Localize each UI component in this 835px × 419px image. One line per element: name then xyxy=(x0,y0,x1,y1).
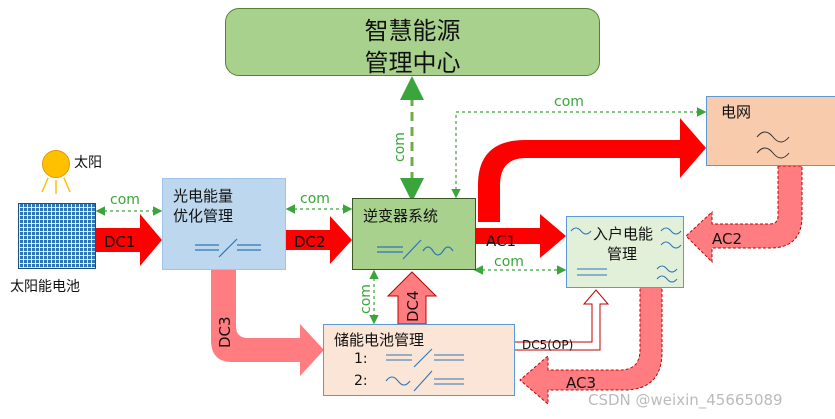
ac1-label: AC1 xyxy=(486,232,516,250)
dc3-label: DC3 xyxy=(216,316,234,348)
dc4-label: DC4 xyxy=(404,290,422,322)
battery-converters-icon xyxy=(385,348,464,392)
battery-label: 储能电池管理 xyxy=(334,331,425,349)
inverter-system[interactable]: 逆变器系统 xyxy=(352,198,476,270)
ac1-home-arrow xyxy=(476,214,566,258)
ac2-arrow xyxy=(685,165,803,264)
dc1-label: DC1 xyxy=(104,233,136,251)
solar-panel[interactable] xyxy=(18,203,96,269)
solar-panel-label: 太阳能电池 xyxy=(10,279,80,295)
dc5-connector xyxy=(515,289,610,351)
com-label-2: com xyxy=(300,191,330,207)
grid-label: 电网 xyxy=(721,103,752,121)
energy-management-center[interactable]: 智慧能源 管理中心 xyxy=(225,8,600,77)
pv-optimizer-line2: 优化管理 xyxy=(173,207,234,225)
com-label-1: com xyxy=(110,192,140,208)
sun-rays xyxy=(41,177,71,194)
com-label-bottom: com xyxy=(494,254,524,270)
ac2-label: AC2 xyxy=(712,230,742,248)
inverter-label: 逆变器系统 xyxy=(363,207,439,225)
com-inverter-grid xyxy=(451,107,707,199)
ac3-label: AC3 xyxy=(566,374,596,392)
dc1-arrow xyxy=(96,214,162,266)
pv-optimizer-line1: 光电能量 xyxy=(173,187,234,205)
home-label-line1: 入户电能 xyxy=(593,225,654,243)
com-label-top: com xyxy=(554,94,584,110)
battery-row1-label: 1: xyxy=(354,351,368,367)
home-label-line2: 管理 xyxy=(607,245,638,263)
pv-optimizer[interactable]: 光电能量 优化管理 xyxy=(162,178,286,270)
dc5-label: DC5(OP) xyxy=(522,338,573,352)
dc2-label: DC2 xyxy=(294,233,326,251)
sun-icon xyxy=(42,150,70,178)
ac1-grid-arrow xyxy=(478,118,706,222)
dc-dc-converter-icon xyxy=(195,238,261,258)
battery-row2-label: 2: xyxy=(354,373,368,389)
ac3-arrow xyxy=(519,285,663,406)
center-title-line1: 智慧能源 xyxy=(364,17,461,45)
power-grid[interactable]: 电网 xyxy=(706,96,835,166)
ac-wave-icon xyxy=(756,131,790,159)
dc2-arrow xyxy=(286,216,352,264)
watermark: CSDN @weixin_45665089 xyxy=(588,391,783,409)
dc-ac-inverter-icon xyxy=(377,239,454,260)
sun-label: 太阳 xyxy=(74,155,102,171)
home-waves-icon xyxy=(570,227,682,283)
dc4-arrow xyxy=(386,271,438,325)
home-energy-management[interactable]: 入户电能 管理 xyxy=(566,216,684,288)
com-label-battery: com xyxy=(358,284,374,314)
battery-management[interactable]: 储能电池管理 1: 2: xyxy=(323,324,515,396)
dc3-arrow xyxy=(211,270,324,376)
center-title-line2: 管理中心 xyxy=(364,49,461,77)
com-label-vertical: com xyxy=(392,132,408,162)
